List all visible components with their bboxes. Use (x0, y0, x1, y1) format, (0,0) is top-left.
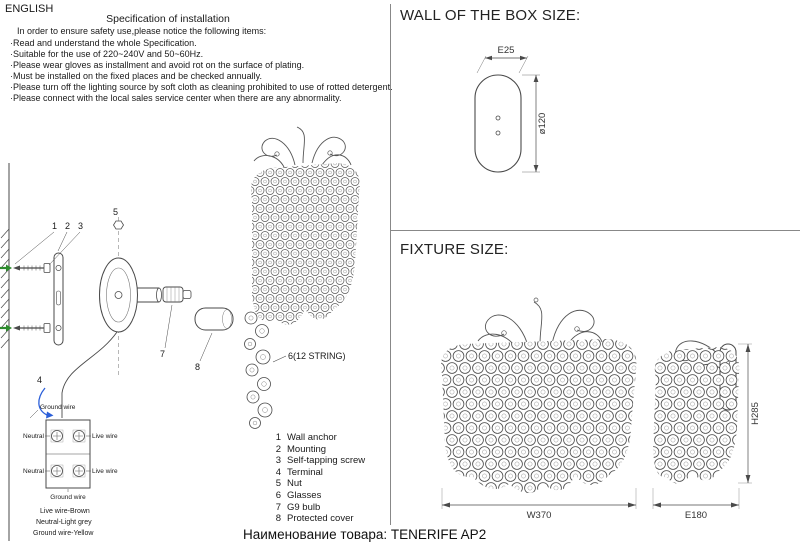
front-crystal-cluster (440, 339, 637, 493)
wiring-labels: Ground wire Neutral Live wire Neutral Li… (23, 404, 118, 501)
parts-item: 1 Wall anchor (273, 432, 365, 444)
protected-cover (194, 307, 234, 331)
part-label: G9 bulb (287, 501, 321, 513)
nut (113, 220, 124, 230)
parts-item: 2 Mounting (273, 444, 365, 456)
callout-3: 3 (78, 221, 83, 231)
parts-item: 5 Nut (273, 478, 365, 490)
spec-item: Suitable for the use of 220~240V and 50~… (10, 49, 393, 60)
vertical-divider (390, 4, 391, 525)
spec-item: Please wear gloves as installment and av… (10, 60, 393, 71)
part-number: 7 (275, 501, 281, 513)
green-arrow-icon (6, 324, 12, 332)
spec-intro: In order to ensure safety use,please not… (17, 26, 267, 36)
part-label: Mounting (287, 443, 327, 455)
part-number: 2 (275, 443, 281, 455)
spec-item: Please turn off the lighting source by s… (10, 82, 393, 93)
ground-wire-bottom-label: Ground wire (50, 494, 86, 501)
parts-item: 3 Self-tapping screw (273, 455, 365, 467)
legend-ground: Ground wire-Yellow (33, 530, 94, 537)
callout-5: 5 (113, 207, 118, 217)
part-label: Terminal (287, 466, 323, 478)
callout-2: 2 (65, 221, 70, 231)
wall-box-drawing: E25 ø120 (474, 45, 548, 173)
part-number: 6 (275, 489, 281, 501)
callout-7: 7 (160, 349, 165, 359)
horizontal-divider (391, 230, 800, 231)
neutral-label-1: Neutral (23, 433, 45, 440)
callouts-1-2-3: 1 2 3 (14, 221, 83, 266)
wall-box-body (474, 74, 522, 173)
spec-item: Read and understand the whole Specificat… (10, 38, 393, 49)
green-arrow-icon (6, 264, 12, 272)
legend-live: Live wire-Brown (40, 508, 90, 515)
part-number: 3 (275, 455, 281, 467)
crystal-string (244, 311, 273, 429)
fixture-section-title: FIXTURE SIZE: (400, 241, 509, 258)
dim-depth-label: E180 (685, 510, 707, 521)
callout-4: 4 (37, 375, 42, 385)
product-name: Наименование товара: TENERIFE AP2 (243, 527, 487, 542)
part-label: Wall anchor (287, 432, 337, 443)
parts-item: 8 Protected cover (273, 513, 365, 525)
wire-color-legend: Live wire-Brown Neutral-Light grey Groun… (33, 508, 94, 537)
dimension-e25: E25 (476, 45, 529, 74)
parts-list: 1 Wall anchor 2 Mounting 3 Self-tapping scr… (273, 432, 365, 525)
fixture-sketch (250, 126, 360, 325)
fixture-side-view (653, 340, 740, 484)
crystal-cluster (250, 163, 360, 325)
wallbox-section-title: WALL OF THE BOX SIZE: (400, 7, 581, 24)
fixture-front-view (440, 297, 637, 493)
part-label: Nut (287, 478, 302, 490)
live-wire-label-2: Live wire (92, 468, 118, 475)
g9-socket (162, 286, 192, 303)
part-label: Glasses (287, 489, 322, 501)
legend-neutral: Neutral-Light grey (36, 519, 92, 526)
dimension-w370: W370 (441, 488, 637, 521)
wall (0, 163, 10, 541)
language-label: ENGLISH (5, 3, 54, 15)
spec-item: Must be installed on the fixed places an… (10, 71, 393, 82)
spec-list: Read and understand the whole Specificat… (10, 38, 393, 104)
fixture-size-drawing: W370 E180 H285 (440, 297, 761, 521)
dim-depth-label: E25 (498, 45, 515, 56)
fixture-arms (253, 126, 352, 168)
part-number: 8 (275, 513, 281, 525)
dim-width-label: W370 (527, 510, 552, 521)
dim-height-label: H285 (750, 402, 761, 425)
blue-arrow-icon (38, 387, 54, 419)
dimension-diameter: ø120 (522, 74, 548, 173)
spec-title: Specification of installation (106, 13, 230, 25)
neutral-label-2: Neutral (23, 468, 45, 475)
terminal-block (45, 419, 91, 489)
part-number: 4 (275, 466, 281, 478)
parts-item: 6 Glasses (273, 490, 365, 502)
callout-6: 6(12 STRING) (288, 351, 346, 361)
dimension-h285: H285 (738, 343, 761, 484)
side-crystal-cluster (653, 347, 740, 484)
mounting-bracket (53, 252, 64, 346)
spec-item: Please connect with the local sales serv… (10, 93, 393, 104)
part-label: Protected cover (287, 513, 354, 525)
installation-diagram: 1 2 3 5 7 8 (0, 126, 360, 541)
part-number: 5 (275, 478, 281, 490)
canopy (99, 257, 162, 333)
live-wire-label-1: Live wire (92, 433, 118, 440)
front-arms (477, 301, 603, 349)
dim-diameter-label: ø120 (537, 113, 548, 135)
wall-hatching (0, 228, 10, 349)
part-number: 1 (275, 432, 281, 443)
self-tapping-screws (13, 263, 51, 333)
parts-item: 4 Terminal (273, 467, 365, 479)
supply-wire (61, 331, 118, 418)
dimension-e180: E180 (652, 488, 740, 521)
parts-item: 7 G9 bulb (273, 502, 365, 514)
ground-wire-top-label: Ground wire (40, 404, 76, 411)
insert-direction-arrows (0, 264, 12, 332)
part-label: Self-tapping screw (287, 455, 366, 467)
callout-1: 1 (52, 221, 57, 231)
callout-8: 8 (195, 362, 200, 372)
